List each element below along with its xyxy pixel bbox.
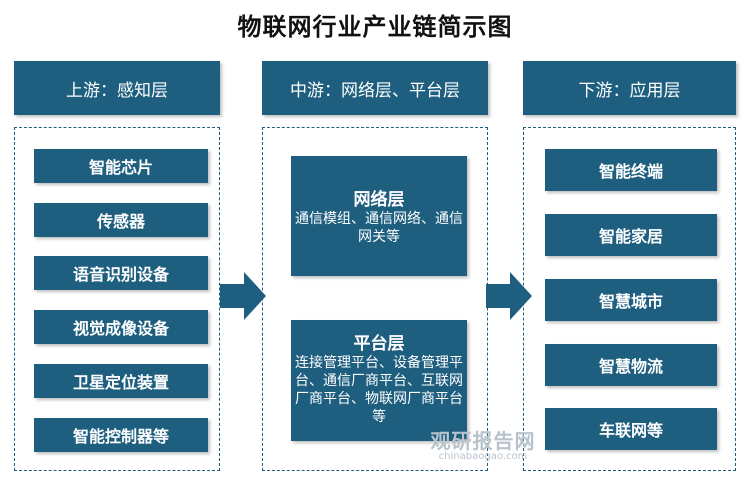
midstream-header: 中游：网络层、平台层 [262, 61, 488, 115]
upstream-header: 上游：感知层 [14, 61, 220, 115]
upstream-container [14, 127, 220, 471]
platform-layer-box: 平台层 连接管理平台、设备管理平台、通信厂商平台、互联网厂商平台、物联网厂商平台… [291, 320, 467, 441]
network-layer-desc: 通信模组、通信网络、通信网关等 [295, 211, 463, 245]
downstream-item: 智慧城市 [545, 279, 717, 321]
downstream-item: 智能家居 [545, 214, 717, 256]
downstream-item: 智慧物流 [545, 344, 717, 386]
downstream-item: 智能终端 [545, 149, 717, 191]
watermark: 观研报告网 chinabaogao.com [418, 425, 548, 462]
platform-layer-title: 平台层 [353, 334, 405, 354]
upstream-item: 视觉成像设备 [34, 310, 208, 344]
downstream-header: 下游：应用层 [523, 61, 736, 115]
arrow-right-icon [220, 272, 266, 320]
network-layer-title: 网络层 [353, 190, 405, 210]
watermark-url: chinabaogao.com [438, 451, 528, 462]
platform-layer-desc: 连接管理平台、设备管理平台、通信厂商平台、互联网厂商平台、物联网厂商平台等 [295, 355, 463, 425]
diagram-title: 物联网行业产业链简示图 [237, 12, 513, 41]
upstream-item: 语音识别设备 [34, 256, 208, 290]
upstream-item: 传感器 [34, 203, 208, 237]
downstream-item: 车联网等 [545, 408, 717, 450]
watermark-name: 观研报告网 [430, 429, 536, 453]
upstream-item: 智能控制器等 [34, 418, 208, 452]
upstream-item: 卫星定位装置 [34, 364, 208, 398]
upstream-item: 智能芯片 [34, 149, 208, 183]
network-layer-box: 网络层 通信模组、通信网络、通信网关等 [291, 156, 467, 276]
arrow-right-icon [486, 272, 532, 320]
